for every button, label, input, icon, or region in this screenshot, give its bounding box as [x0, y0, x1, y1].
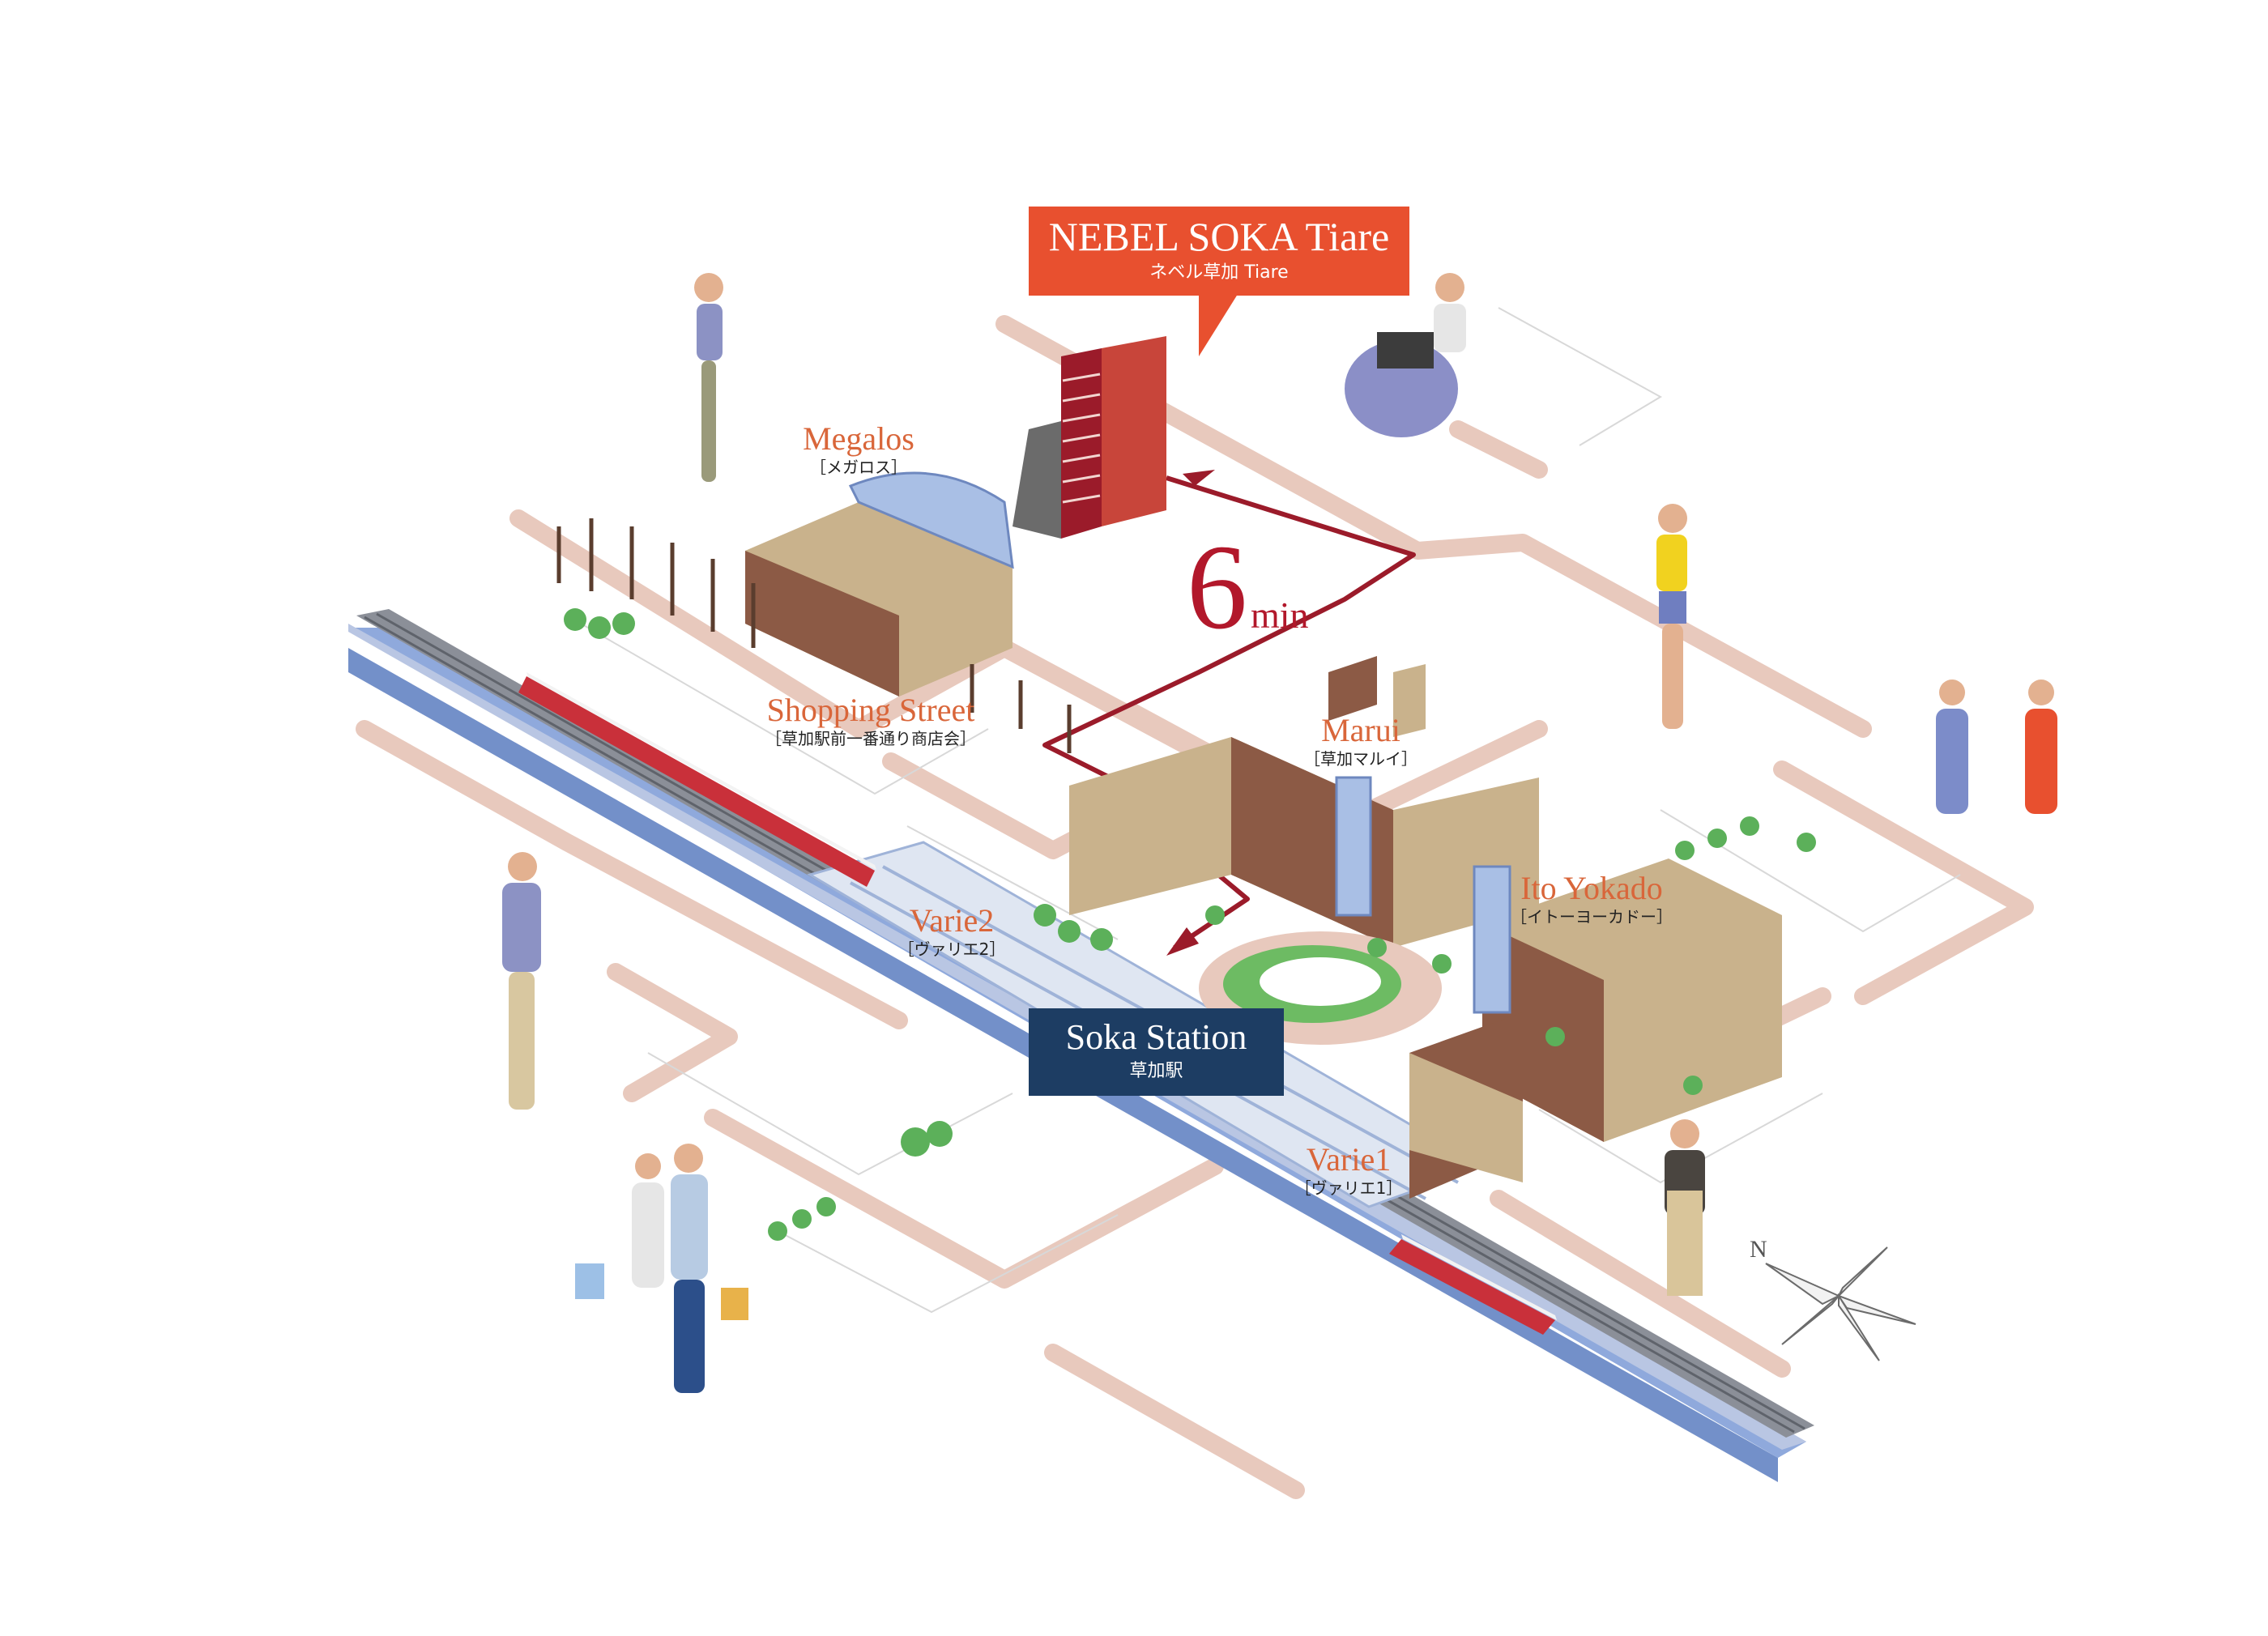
train-lower [1389, 1234, 1557, 1335]
poi-megalos-en: Megalos [803, 420, 914, 457]
poi-megalos-ja: ［メガロス］ [810, 458, 907, 477]
poi-varie2: Varie2 ［ヴァリエ2］ [895, 903, 1008, 960]
poi-varie1-en: Varie1 [1306, 1141, 1392, 1178]
compass-north-label: N [1750, 1236, 1767, 1263]
poi-marui: Marui ［草加マルイ］ [1300, 713, 1422, 769]
station-label: Soka Station 草加駅 [1029, 1008, 1284, 1096]
laptop-woman-figure [1345, 273, 1466, 437]
callout-tail [1199, 292, 1239, 356]
road-outlines [566, 307, 1961, 1314]
yoga-woman-figure [694, 273, 723, 482]
nebel-soka-tiare-tower [1013, 336, 1166, 539]
ito-yokado-building [1409, 858, 1782, 1199]
shopping-street-poles [556, 518, 1072, 753]
poi-megalos: Megalos ［メガロス］ [778, 421, 940, 478]
poi-shopping-street-ja: ［草加駅前一番通り商店会］ [765, 729, 976, 748]
trees [564, 608, 1816, 1241]
poi-shopping-street: Shopping Street ［草加駅前一番通り商店会］ [753, 692, 988, 749]
poi-ito-yokado: Ito Yokado ［イトーヨーカドー］ [1507, 871, 1677, 927]
walk-time-unit: min [1251, 594, 1309, 636]
property-callout: NEBEL SOKA Tiare ネベル草加 Tiare [1029, 207, 1409, 296]
poi-ito-yokado-en: Ito Yokado [1520, 870, 1663, 906]
poi-marui-en: Marui [1321, 712, 1400, 748]
poi-varie1-ja: ［ヴァリエ1］ [1294, 1178, 1403, 1198]
runner-figure [1656, 504, 1687, 729]
couple-figure [575, 1144, 748, 1393]
station-name-ja: 草加駅 [1129, 1061, 1183, 1081]
poi-ito-yokado-ja: ［イトーヨーカドー］ [1511, 907, 1673, 927]
walk-time-value: 6 [1187, 520, 1247, 654]
poi-shopping-street-en: Shopping Street [766, 692, 975, 728]
property-name-ja: ネベル草加 Tiare [1149, 262, 1289, 283]
poi-varie2-en: Varie2 [909, 902, 995, 939]
poi-marui-ja: ［草加マルイ］ [1304, 749, 1418, 769]
megalos-building [745, 471, 1014, 697]
marui-building [1069, 656, 1539, 948]
property-name: NEBEL SOKA Tiare [1048, 214, 1390, 259]
poi-varie2-ja: ［ヴァリエ2］ [897, 939, 1006, 959]
compass-rose-icon [1765, 1246, 1916, 1361]
station-name: Soka Station [1065, 1017, 1247, 1057]
poi-varie1: Varie1 ［ヴァリエ1］ [1292, 1142, 1405, 1199]
train-upper [518, 672, 876, 887]
shopping-women-figures [1936, 680, 2057, 814]
walk-time-label: 6min [1187, 526, 1309, 648]
people-illustrations [502, 273, 2057, 1393]
waiter-figure [1665, 1119, 1705, 1296]
roads [356, 315, 2034, 1499]
walking-route [1042, 470, 1416, 956]
phone-woman-figure [502, 852, 541, 1110]
